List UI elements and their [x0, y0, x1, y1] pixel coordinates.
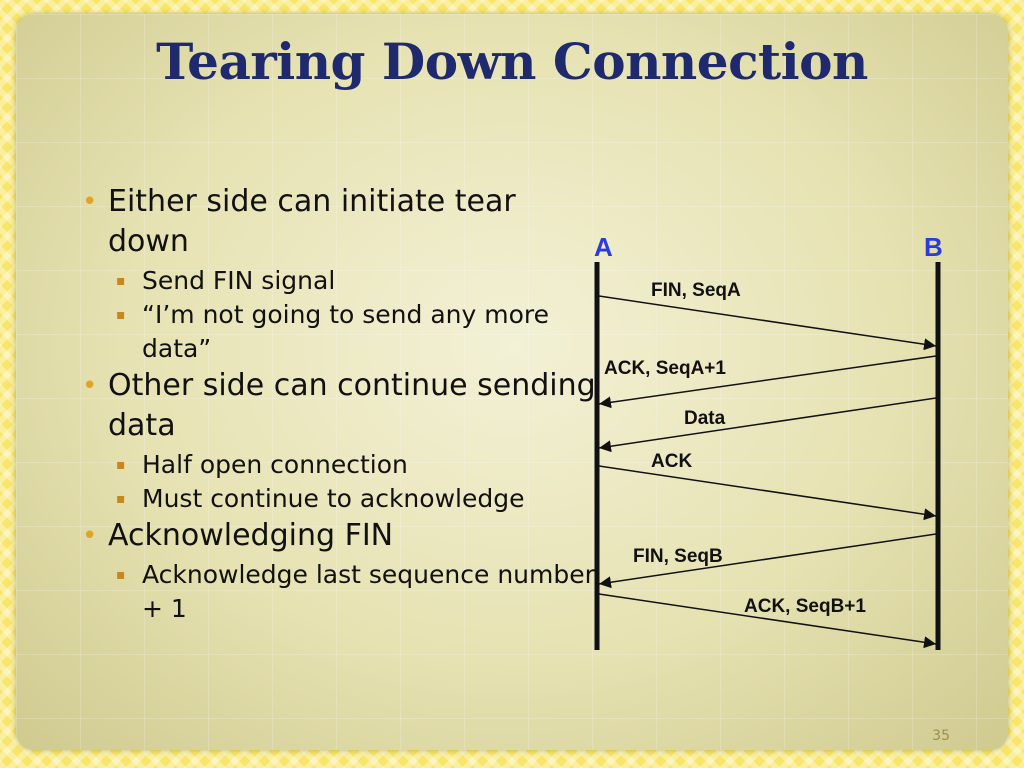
sequence-diagram: A B FIN, SeqA ACK, SeqA+1 Data ACK FIN, … — [576, 224, 996, 664]
sequence-diagram-svg: A B FIN, SeqA ACK, SeqA+1 Data ACK FIN, … — [594, 232, 943, 650]
page-title: Tearing Down Connection — [156, 32, 868, 91]
sub-bullet-item: Must continue to acknowledge — [76, 482, 596, 516]
message-label: FIN, SeqA — [651, 280, 741, 301]
message-label: FIN, SeqB — [633, 546, 723, 567]
bullet-item: Either side can initiate tear down — [76, 182, 596, 262]
message-label: ACK — [651, 451, 692, 472]
message-arrow — [598, 593, 937, 649]
message-arrow — [598, 465, 937, 521]
sub-bullet-item: “I’m not going to send any more data” — [76, 298, 596, 366]
endpoint-a-label: A — [594, 232, 613, 262]
sub-bullet-item: Send FIN signal — [76, 264, 596, 298]
page-number: 35 — [932, 728, 950, 744]
bullet-list: Either side can initiate tear down Send … — [76, 182, 596, 626]
bullet-item: Acknowledging FIN — [76, 516, 596, 556]
slide: Tearing Down Connection Either side can … — [16, 14, 1008, 750]
message-label: ACK, SeqA+1 — [604, 358, 726, 379]
sub-bullet-item: Acknowledge last sequence number + 1 — [76, 558, 596, 626]
bullet-item: Other side can continue sending data — [76, 366, 596, 446]
message-arrow — [598, 355, 937, 409]
message-arrow — [598, 533, 937, 589]
message-arrow — [598, 295, 937, 351]
endpoint-b-label: B — [924, 232, 943, 262]
message-label: Data — [684, 408, 726, 429]
sub-bullet-item: Half open connection — [76, 448, 596, 482]
message-arrow — [598, 397, 937, 453]
message-label: ACK, SeqB+1 — [744, 596, 866, 617]
